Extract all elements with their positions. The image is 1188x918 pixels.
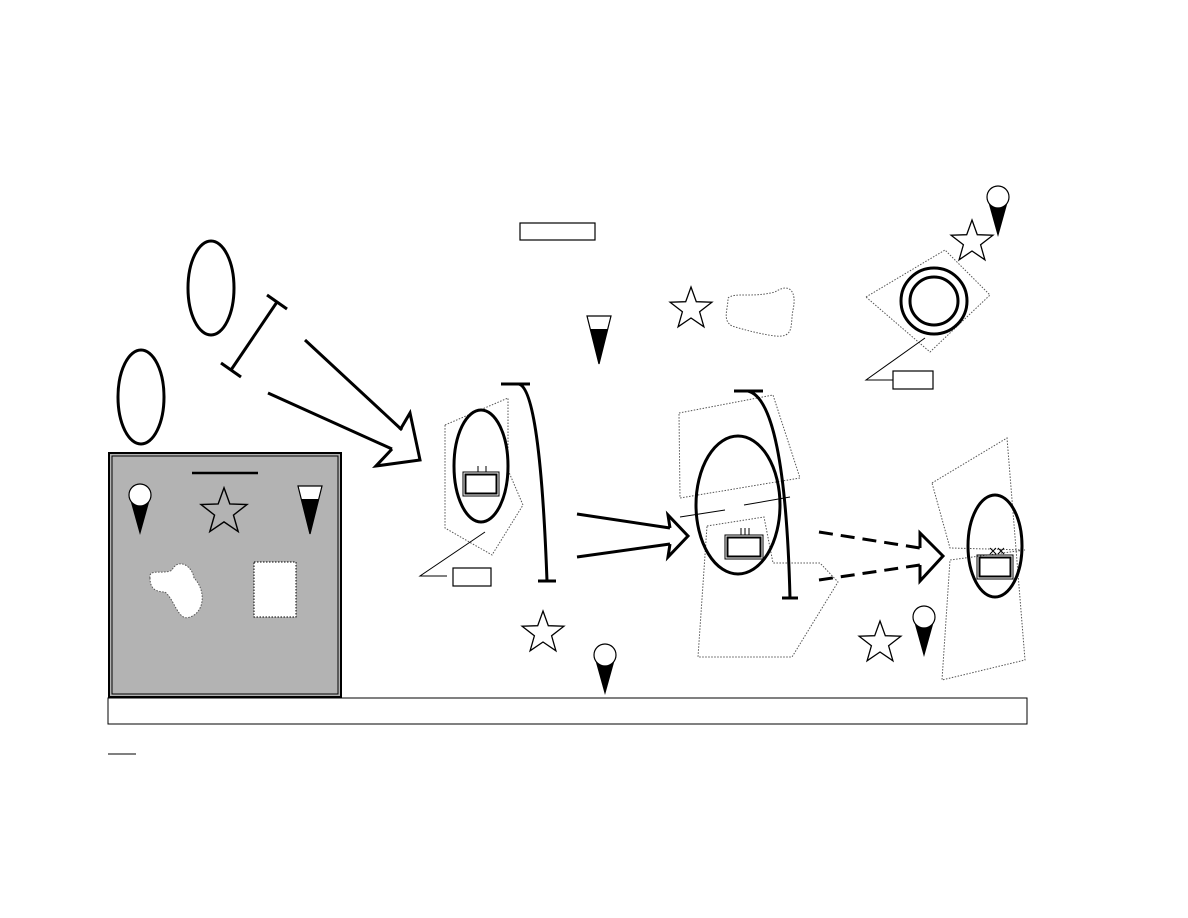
- phase-line-bracket[interactable]: [220, 293, 288, 379]
- double-circle-objective[interactable]: [899, 266, 969, 336]
- phase-line-arc[interactable]: [734, 389, 798, 600]
- half-filled-triangle-icon[interactable]: [586, 315, 612, 365]
- dotted-boundary-area: [697, 516, 839, 658]
- equipment-box-icon: [462, 466, 500, 497]
- phase-line-arc[interactable]: [501, 382, 556, 583]
- legend-panel: [108, 452, 342, 698]
- unit-oval[interactable]: [694, 434, 782, 576]
- dotted-boundary-area: [678, 394, 801, 499]
- boundary-line: [743, 496, 791, 506]
- dashed-arrow[interactable]: [818, 529, 946, 585]
- axis-of-advance-arrow[interactable]: [576, 510, 691, 562]
- area-blob: [725, 287, 795, 337]
- pin-marker-icon[interactable]: [593, 643, 617, 696]
- area-blob: [149, 563, 203, 619]
- axis-of-advance-arrow[interactable]: [267, 338, 422, 469]
- dotted-boundary-area: [444, 397, 524, 556]
- star-icon[interactable]: [521, 610, 565, 652]
- pin-marker-icon[interactable]: [986, 185, 1010, 238]
- leader-line: [418, 531, 486, 577]
- equipment-box-icon: [976, 547, 1014, 580]
- unit-oval[interactable]: [186, 239, 236, 337]
- star-icon[interactable]: [858, 620, 902, 662]
- dotted-boundary-area: [865, 249, 991, 353]
- dotted-boundary-area: [931, 437, 1026, 681]
- unit-oval[interactable]: [966, 493, 1024, 599]
- top-label-box[interactable]: [519, 222, 596, 241]
- leader-line: [864, 337, 926, 381]
- equipment-box-icon: [724, 528, 764, 560]
- group1-label-box[interactable]: [452, 567, 492, 587]
- boundary-line: [679, 509, 726, 518]
- area-rect: [253, 561, 297, 618]
- bottom-bar: [107, 697, 1028, 725]
- pin-marker-icon[interactable]: [912, 605, 936, 658]
- unit-oval[interactable]: [452, 408, 510, 524]
- star-icon[interactable]: [669, 286, 713, 328]
- objective-label-box[interactable]: [892, 370, 934, 390]
- star-icon[interactable]: [950, 219, 994, 261]
- unit-oval[interactable]: [116, 348, 166, 446]
